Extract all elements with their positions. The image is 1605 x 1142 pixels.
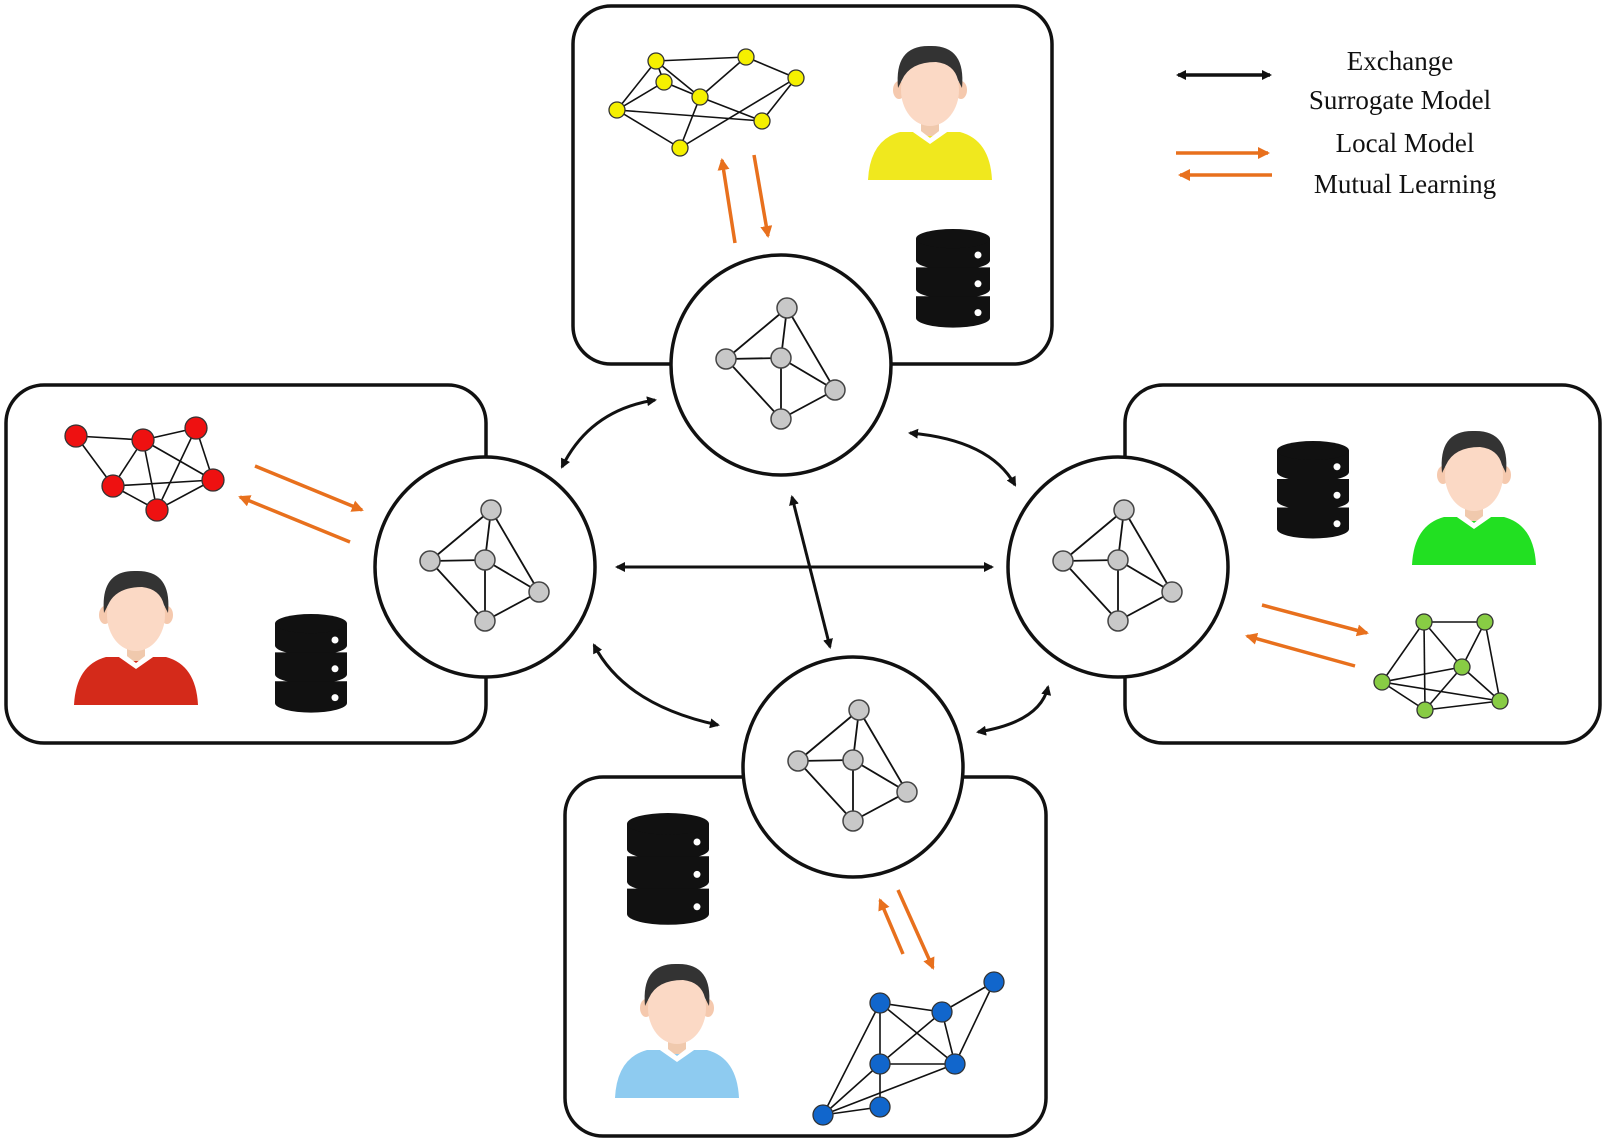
person-icon: [1412, 430, 1536, 565]
surrogate-graph-icon: [419, 499, 550, 632]
local-graph-node: [787, 69, 805, 87]
surrogate-graph-node: [474, 610, 496, 632]
database-icon: [627, 813, 709, 925]
local-graph-icon-left: [64, 416, 225, 522]
mutual-arrow-left-in: [254, 464, 364, 512]
surrogate-graph-node: [776, 297, 798, 319]
local-graph-node: [1476, 613, 1494, 631]
surrogate-graph-node: [1161, 581, 1183, 603]
local-graph-node: [131, 428, 155, 452]
local-graph-node: [691, 88, 709, 106]
exchange-arrow-left-bottom: [592, 643, 720, 729]
local-graph-node: [869, 1096, 891, 1118]
mutual-arrow-top-up: [717, 158, 737, 244]
surrogate-graph-node: [842, 749, 864, 771]
person-icon: [74, 570, 198, 705]
local-graph-node: [64, 424, 88, 448]
surrogate-graph-node: [842, 810, 864, 832]
local-graph-node: [1491, 692, 1509, 710]
local-graph-node: [184, 416, 208, 440]
surrogate-model-bottom: [741, 655, 965, 879]
surrogate-graph-node: [848, 699, 870, 721]
surrogate-graph-node: [419, 550, 441, 572]
local-graph-node: [1415, 613, 1433, 631]
local-graph-node: [608, 101, 626, 119]
surrogate-graph-node: [770, 408, 792, 430]
mutual-arrow-right-out: [1261, 603, 1369, 637]
person-icon: [868, 45, 992, 180]
surrogate-graph-node: [787, 750, 809, 772]
mutual-arrow-bottom-down: [896, 889, 935, 970]
exchange-arrow-right-bottom: [976, 685, 1052, 736]
local-graph-icon-bottom: [812, 971, 1005, 1126]
surrogate-graph-node: [715, 348, 737, 370]
surrogate-graph-node: [1113, 499, 1135, 521]
surrogate-graph-node: [474, 549, 496, 571]
local-graph-node: [753, 112, 771, 130]
exchange-arrows: [560, 396, 1052, 736]
surrogate-graph-node: [1052, 550, 1074, 572]
surrogate-graph-node: [770, 347, 792, 369]
legend: Exchange Surrogate Model Local Model Mut…: [1176, 46, 1496, 199]
local-graph-node: [655, 73, 673, 91]
local-graph-node: [983, 971, 1005, 993]
surrogate-graph-node: [1107, 549, 1129, 571]
database-icon: [275, 614, 347, 713]
surrogate-graph-icon: [1052, 499, 1183, 632]
local-graph-node: [812, 1104, 834, 1126]
local-graph-node: [201, 468, 225, 492]
surrogate-model-top: [669, 253, 893, 477]
local-graph-node: [1373, 673, 1391, 691]
legend-exchange-line2: Surrogate Model: [1309, 85, 1491, 115]
local-graph-node: [737, 48, 755, 66]
local-graph-node: [869, 1053, 891, 1075]
mutual-arrow-bottom-up: [878, 898, 905, 955]
legend-mutual-line1: Local Model: [1336, 128, 1475, 158]
local-graph-node: [101, 474, 125, 498]
surrogate-graph-node: [824, 379, 846, 401]
local-graph-icon-right: [1373, 613, 1509, 719]
local-graph-node: [671, 139, 689, 157]
local-graph-node: [944, 1053, 966, 1075]
surrogate-graph-node: [896, 781, 918, 803]
surrogate-graph-node: [528, 581, 550, 603]
mutual-arrow-left-out: [238, 495, 351, 544]
mutual-arrows: [238, 154, 1369, 970]
exchange-arrow-top-bottom: [789, 495, 833, 649]
legend-exchange-line1: Exchange: [1347, 46, 1453, 76]
surrogate-model-right: [1006, 455, 1230, 679]
exchange-arrow-left-top: [560, 396, 657, 469]
local-graph-node: [145, 498, 169, 522]
person-icon: [615, 963, 739, 1098]
surrogate-model-left: [373, 455, 597, 679]
surrogate-graph-icon: [715, 297, 846, 430]
surrogate-graph-icon: [787, 699, 918, 832]
local-graph-node: [931, 1001, 953, 1023]
exchange-arrow-top-right: [908, 428, 1017, 487]
local-graph-icon-top: [608, 48, 805, 157]
database-icon: [1277, 441, 1349, 539]
local-graph-node: [1416, 701, 1434, 719]
database-icon: [916, 229, 990, 328]
local-graph-node: [869, 992, 891, 1014]
legend-mutual-line2: Mutual Learning: [1314, 169, 1496, 199]
local-graph-node: [1453, 658, 1471, 676]
mutual-arrow-top-down: [752, 154, 773, 238]
surrogate-graph-node: [480, 499, 502, 521]
surrogate-graph-node: [1107, 610, 1129, 632]
mutual-arrow-right-in: [1245, 632, 1356, 668]
local-graph-node: [647, 52, 665, 70]
